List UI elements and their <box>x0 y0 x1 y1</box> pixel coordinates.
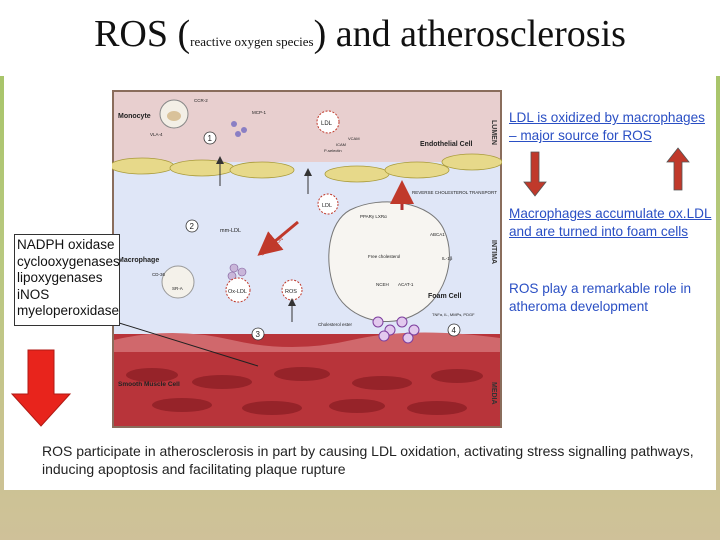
note-ros-role: ROS play a remarkable role in atheroma d… <box>509 281 692 314</box>
ox-ldl <box>225 277 251 303</box>
label-ros: ROS <box>285 289 297 295</box>
endothelial-layer <box>112 153 502 183</box>
label-monocyte: Monocyte <box>118 113 151 120</box>
label-sra: SR-A <box>172 286 183 291</box>
label-mm-ldl: mm-LDL <box>220 228 241 234</box>
label-icam: ICAM <box>336 142 346 147</box>
label-reverse-transport: REVERSE CHOLESTEROL TRANSPORT <box>412 190 497 195</box>
enzyme-item: cyclooxygenases <box>17 253 120 269</box>
step-3: 3 <box>256 330 261 339</box>
down-arrow-icon <box>523 151 547 197</box>
label-nceh: NCEH <box>376 282 389 287</box>
title-part-2: ) and atherosclerosis <box>313 13 626 55</box>
label-cytokines: TNFα, IL, MMPs, PDGF <box>432 312 475 317</box>
label-ccr2: CCR-2 <box>194 98 208 103</box>
title-small: reactive oxygen species <box>190 34 314 49</box>
enzyme-item: iNOS <box>17 286 50 302</box>
label-foam-cell: Foam Cell <box>428 293 462 300</box>
foam-cell <box>328 201 450 322</box>
caption-text: ROS participate in atherosclerosis in pa… <box>42 443 694 477</box>
enzyme-item: NADPH oxidase <box>17 237 115 252</box>
label-mcp1: MCP-1 <box>252 110 266 115</box>
label-media: MEDIA <box>490 382 497 405</box>
atherosclerosis-diagram: LUMEN INTIMA MEDIA Monocyte CCR-2 VLA-4 … <box>112 90 502 428</box>
label-cholesterol-ester: Cholesterol ester <box>318 322 353 327</box>
label-macrophage: Macrophage <box>118 257 159 264</box>
title-part-1: ROS ( <box>94 13 191 55</box>
ldl-mid <box>317 193 339 215</box>
step-1: 1 <box>208 134 213 143</box>
step-2: 2 <box>190 222 195 231</box>
label-intima: INTIMA <box>490 240 497 264</box>
enzyme-list-box: NADPH oxidase cyclooxygenases lipoxygena… <box>14 234 120 326</box>
note-macrophages: Macrophages accumulate ox.LDL and are tu… <box>509 206 712 239</box>
label-acat1: ACAT-1 <box>398 282 414 287</box>
ldl-top <box>316 110 340 134</box>
label-vla4: VLA-4 <box>150 132 163 137</box>
step-4: 4 <box>452 326 457 335</box>
label-ldl-mid: LDL <box>322 203 332 209</box>
enzyme-item: myeloperoxidase <box>17 303 120 318</box>
enzyme-item: lipoxygenases <box>17 270 103 285</box>
label-endothelial: Endothelial Cell <box>420 141 473 148</box>
label-ldl-top: LDL <box>321 121 333 127</box>
label-pselectin: P-selectin <box>324 148 342 153</box>
label-abca1: ABCA1 <box>430 232 445 237</box>
label-smooth-muscle: Smooth Muscle Cell <box>118 381 180 388</box>
label-lumen: LUMEN <box>490 120 497 145</box>
title-band: ROS (reactive oxygen species) and athero… <box>0 0 720 76</box>
label-cd36: CD-36 <box>152 272 166 277</box>
label-free-cholesterol: Free cholesterol <box>368 254 400 259</box>
big-red-arrow-icon <box>10 349 72 427</box>
note-ldl-oxidized: LDL is oxidized by macrophages – major s… <box>509 110 705 143</box>
label-ox-ldl: Ox-LDL <box>228 289 247 295</box>
label-vcam: VCAM <box>348 136 360 141</box>
label-ppar: PPARγ LXRα <box>360 214 387 219</box>
slide-title: ROS (reactive oxygen species) and athero… <box>0 12 720 56</box>
label-il1b: IL-1β <box>442 256 453 261</box>
up-arrow-icon <box>666 147 690 191</box>
